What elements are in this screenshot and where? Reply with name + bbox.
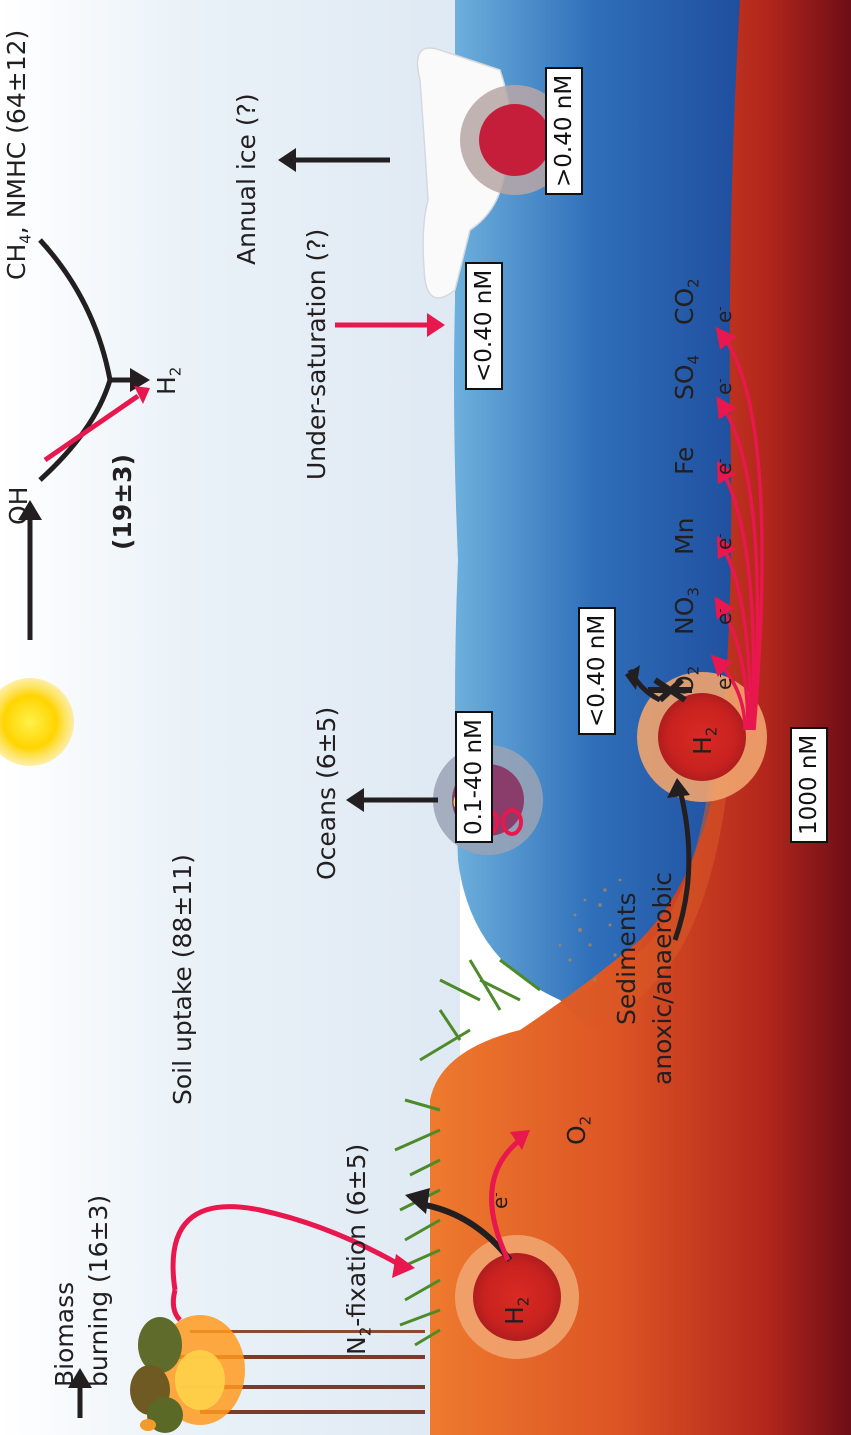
label-n2-fixation: N2-fixation (6±5) bbox=[342, 1143, 375, 1355]
label-soil-uptake: Soil uptake (88±11) bbox=[168, 854, 197, 1105]
acceptor-co2: CO2 bbox=[670, 278, 703, 325]
label-annual-ice: Annual ice (?) bbox=[232, 93, 261, 265]
label-soil-o2: O2 bbox=[562, 1115, 595, 1145]
label-oh: OH bbox=[4, 486, 33, 525]
acceptor-o2: O2 bbox=[670, 665, 703, 695]
soil-uptake-arrow bbox=[170, 1204, 402, 1291]
sky-area bbox=[0, 0, 460, 1435]
electron-label-6: e- bbox=[712, 306, 736, 323]
label-ch4-nmhc: CH4, NMHC (64±12) bbox=[2, 29, 35, 280]
sun bbox=[0, 678, 74, 766]
box-undersaturation: <0.40 nM bbox=[465, 261, 503, 390]
acceptor-no3: NO3 bbox=[670, 587, 703, 635]
label-anoxic: anoxic/anaerobic bbox=[648, 871, 677, 1085]
acceptor-mn: Mn bbox=[670, 517, 699, 555]
electron-label-5: e- bbox=[712, 378, 736, 395]
sediment-outflux-arrow bbox=[672, 789, 692, 941]
soil-electron-arrow bbox=[489, 1138, 522, 1262]
box-ocean-concentration: 0.1-40 nM bbox=[455, 711, 493, 843]
box-sediment-porewater: 1000 nM bbox=[790, 726, 828, 843]
label-biomass: Biomass bbox=[50, 1281, 79, 1387]
label-sediment-h2: H2 bbox=[688, 726, 721, 755]
soil-area bbox=[430, 0, 851, 1435]
ice-bubble-inner bbox=[479, 104, 551, 176]
acceptor-so4: SO4 bbox=[670, 354, 703, 400]
label-h2-atmos: H2 bbox=[152, 366, 185, 395]
electron-label-1: e- bbox=[712, 673, 736, 690]
blocked-marker bbox=[648, 677, 692, 703]
sediment-particles bbox=[558, 878, 622, 982]
electron-label-3: e- bbox=[712, 533, 736, 550]
oh-flux-arrow bbox=[43, 393, 140, 463]
sediment-bubble-inner bbox=[658, 693, 746, 781]
electron-label-4: e- bbox=[712, 458, 736, 475]
electron-label-2: e- bbox=[712, 608, 736, 625]
box-sediment-outflux: <0.40 nM bbox=[578, 606, 616, 735]
label-soil-electron: e- bbox=[488, 1192, 512, 1209]
label-burning: burning (16±3) bbox=[84, 1194, 113, 1387]
box-ice-concentration: >0.40 nM bbox=[545, 66, 583, 195]
label-sediments: Sediments bbox=[612, 892, 641, 1025]
sediment-electron-arrows bbox=[710, 326, 764, 731]
label-under-saturation: Under-saturation (?) bbox=[302, 228, 331, 480]
label-oceans: Oceans (6±5) bbox=[312, 706, 341, 880]
label-soil-h2: H2 bbox=[500, 1296, 533, 1325]
label-oh-flux: (19±3) bbox=[108, 454, 137, 550]
soil-bubble-inner bbox=[473, 1253, 561, 1341]
forest-fire bbox=[130, 1315, 425, 1433]
acceptor-fe: Fe bbox=[670, 446, 699, 475]
